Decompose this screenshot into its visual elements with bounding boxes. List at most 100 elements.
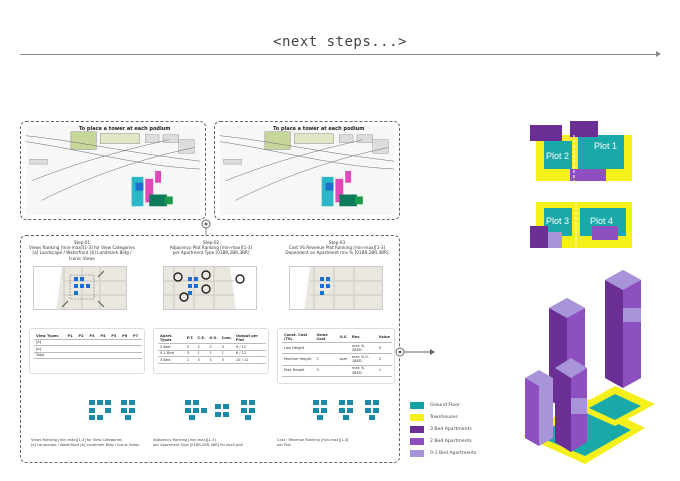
footnote-line: per Plot [277,442,291,447]
step-02-table-box: Apart. Types P.T. C.E. O.S. Com. Output … [153,328,269,374]
tower-massing-axonometric [523,270,655,464]
step-01-site-map [33,266,127,310]
table-cell: 3 [207,356,220,364]
adjacency-ranking-table: Apart. Types P.T. C.E. O.S. Com. Output … [158,333,266,364]
table-cell: 9 / 12 [233,343,266,351]
footnote-line: Adjacency Ranking [min-max][1-3] [153,438,216,442]
plot-plan-graphic [530,121,632,181]
table-cell: [a] [34,339,66,347]
table-row: Total [34,352,142,360]
table-header-cell: P2 [76,333,88,340]
site-map-graphic [290,267,382,309]
step-03-table-box: Const. Cost (TK) Value Cost O.S. Rev. Va… [277,328,395,384]
legend-swatch [410,450,424,457]
grasshopper-definition-left [25,125,201,216]
step-02-label: Step-02 [202,240,220,245]
table-header-cell: P7 [131,333,142,340]
table-cell: 1 [376,365,392,377]
table-cell: 3 [184,350,196,358]
step-03-label: Step-03 [328,240,346,245]
plot-plan-3-4: Plot 3 Plot 4 [530,196,636,254]
legend-label: Ground Floor [430,403,460,408]
table-header-cell: P5 [109,333,121,340]
legend-item: 0-1 Bed Apartments [410,450,510,458]
table-header-cell: Value [376,332,392,344]
table-cell: Max Height [282,365,315,377]
table-cell: 2 [207,343,220,351]
step-01-plot-diagrams [89,400,135,420]
table-cell: max % 2BED [349,342,377,355]
step-02-title: Step-02 Adjacency Plot Ranking [min-max]… [151,240,271,256]
table-cell: max % 0-1BED [349,353,377,366]
footnote-step-03: Cost / Revenue Ranking [min-max][1-3] pe… [277,438,395,447]
table-cell: 10 / 12 [233,356,266,364]
table-header-row: View Types P1 P2 P3 P4 P5 P6 P7 [34,333,142,340]
site-map-graphic [164,267,256,309]
footnote-line: [a] Landscape / Waterfront [b] Landmark … [31,442,140,447]
step-01-label: Step-01 [73,240,91,245]
step-01-title: Step-01 Views Ranking [min-max][1-3] for… [27,240,137,261]
table-cell: 2 [314,353,338,366]
table-header-cell: View Types [34,333,66,340]
legend-item: Townhouses [410,414,510,422]
result-arrow-icon [395,347,435,357]
tower-massing-render-left [131,170,173,207]
table-cell: Total [34,352,66,360]
table-cell: 2 Bed [158,343,185,351]
table-cell: 3 [376,342,392,355]
legend-label: 0-1 Bed Apartments [430,451,477,456]
table-cell: 6 / 12 [233,350,266,358]
step-02-subtitle: Adjacency Plot Ranking [min-max][1-3] [169,245,253,251]
table-cell: 1 [195,350,208,358]
table-header-cell: Apart. Types [158,333,185,345]
step-03-site-map [289,266,383,310]
footnote-step-01: Views Ranking [min-max][1-3] for View Ca… [31,438,151,447]
table-cell: Medium Height [282,353,315,366]
table-cell: 1 [184,356,196,364]
plot-label-3: Plot 3 [546,216,570,226]
cost-revenue-ranking-table: Const. Cost (TK) Value Cost O.S. Rev. Va… [282,332,392,377]
step-01-subtitle: Views Ranking [min-max][1-3] for View Ca… [29,245,135,251]
table-header-cell: O.S. [207,333,220,345]
step-03-subtitle: Cost VS Revenue Plot Ranking [min-max][1… [288,245,386,251]
script-label-left: To place a tower at each podium [79,126,171,132]
table-header-cell: P.T. [184,333,196,345]
table-cell: 2 [376,353,392,366]
step-03-plot-diagrams [313,400,379,420]
table-header-cell: P6 [120,333,132,340]
footnote-step-02: Adjacency Ranking [min-max][1-3] per Apa… [153,438,273,447]
connector-node [201,219,211,236]
table-cell [337,342,350,355]
table-header-cell: Const. Cost (TK) [282,332,315,344]
grasshopper-definition-right [219,125,395,216]
step-01-table-box: View Types P1 P2 P3 P4 P5 P6 P7 [a] [b] … [29,328,145,374]
table-cell: 1 [207,350,220,358]
step-03-title: Step-03 Cost VS Revenue Plot Ranking [mi… [277,240,397,256]
table-cell [337,365,350,377]
site-map-graphic [34,267,126,309]
legend-item: 3 Bed Apartments [410,426,510,434]
table-header-cell: Output per Plot [233,333,266,345]
legend-swatch [410,426,424,433]
table-cell: 3 [219,356,234,364]
tower-massing-render-right [321,170,363,207]
view-ranking-table: View Types P1 P2 P3 P4 P5 P6 P7 [a] [b] … [34,333,142,360]
legend-label: 3 Bed Apartments [430,427,472,432]
script-panel-right: To place a tower at each podium [214,121,400,220]
legend-item: Ground Floor [410,402,510,410]
table-cell: 0-1 Bed [158,350,185,358]
table-cell [314,342,338,355]
step-02-plot-diagrams [185,400,255,420]
page-title: <next steps...> [273,34,407,50]
table-header-cell: Rev. [349,332,377,344]
plot-label-1: Plot 1 [594,141,618,151]
step-02-site-map [163,266,257,310]
table-header-cell: O.S. [337,332,350,344]
table-cell: max % 3BED [349,365,377,377]
table-header-cell: P1 [65,333,77,340]
plot-plan-graphic [530,202,632,248]
